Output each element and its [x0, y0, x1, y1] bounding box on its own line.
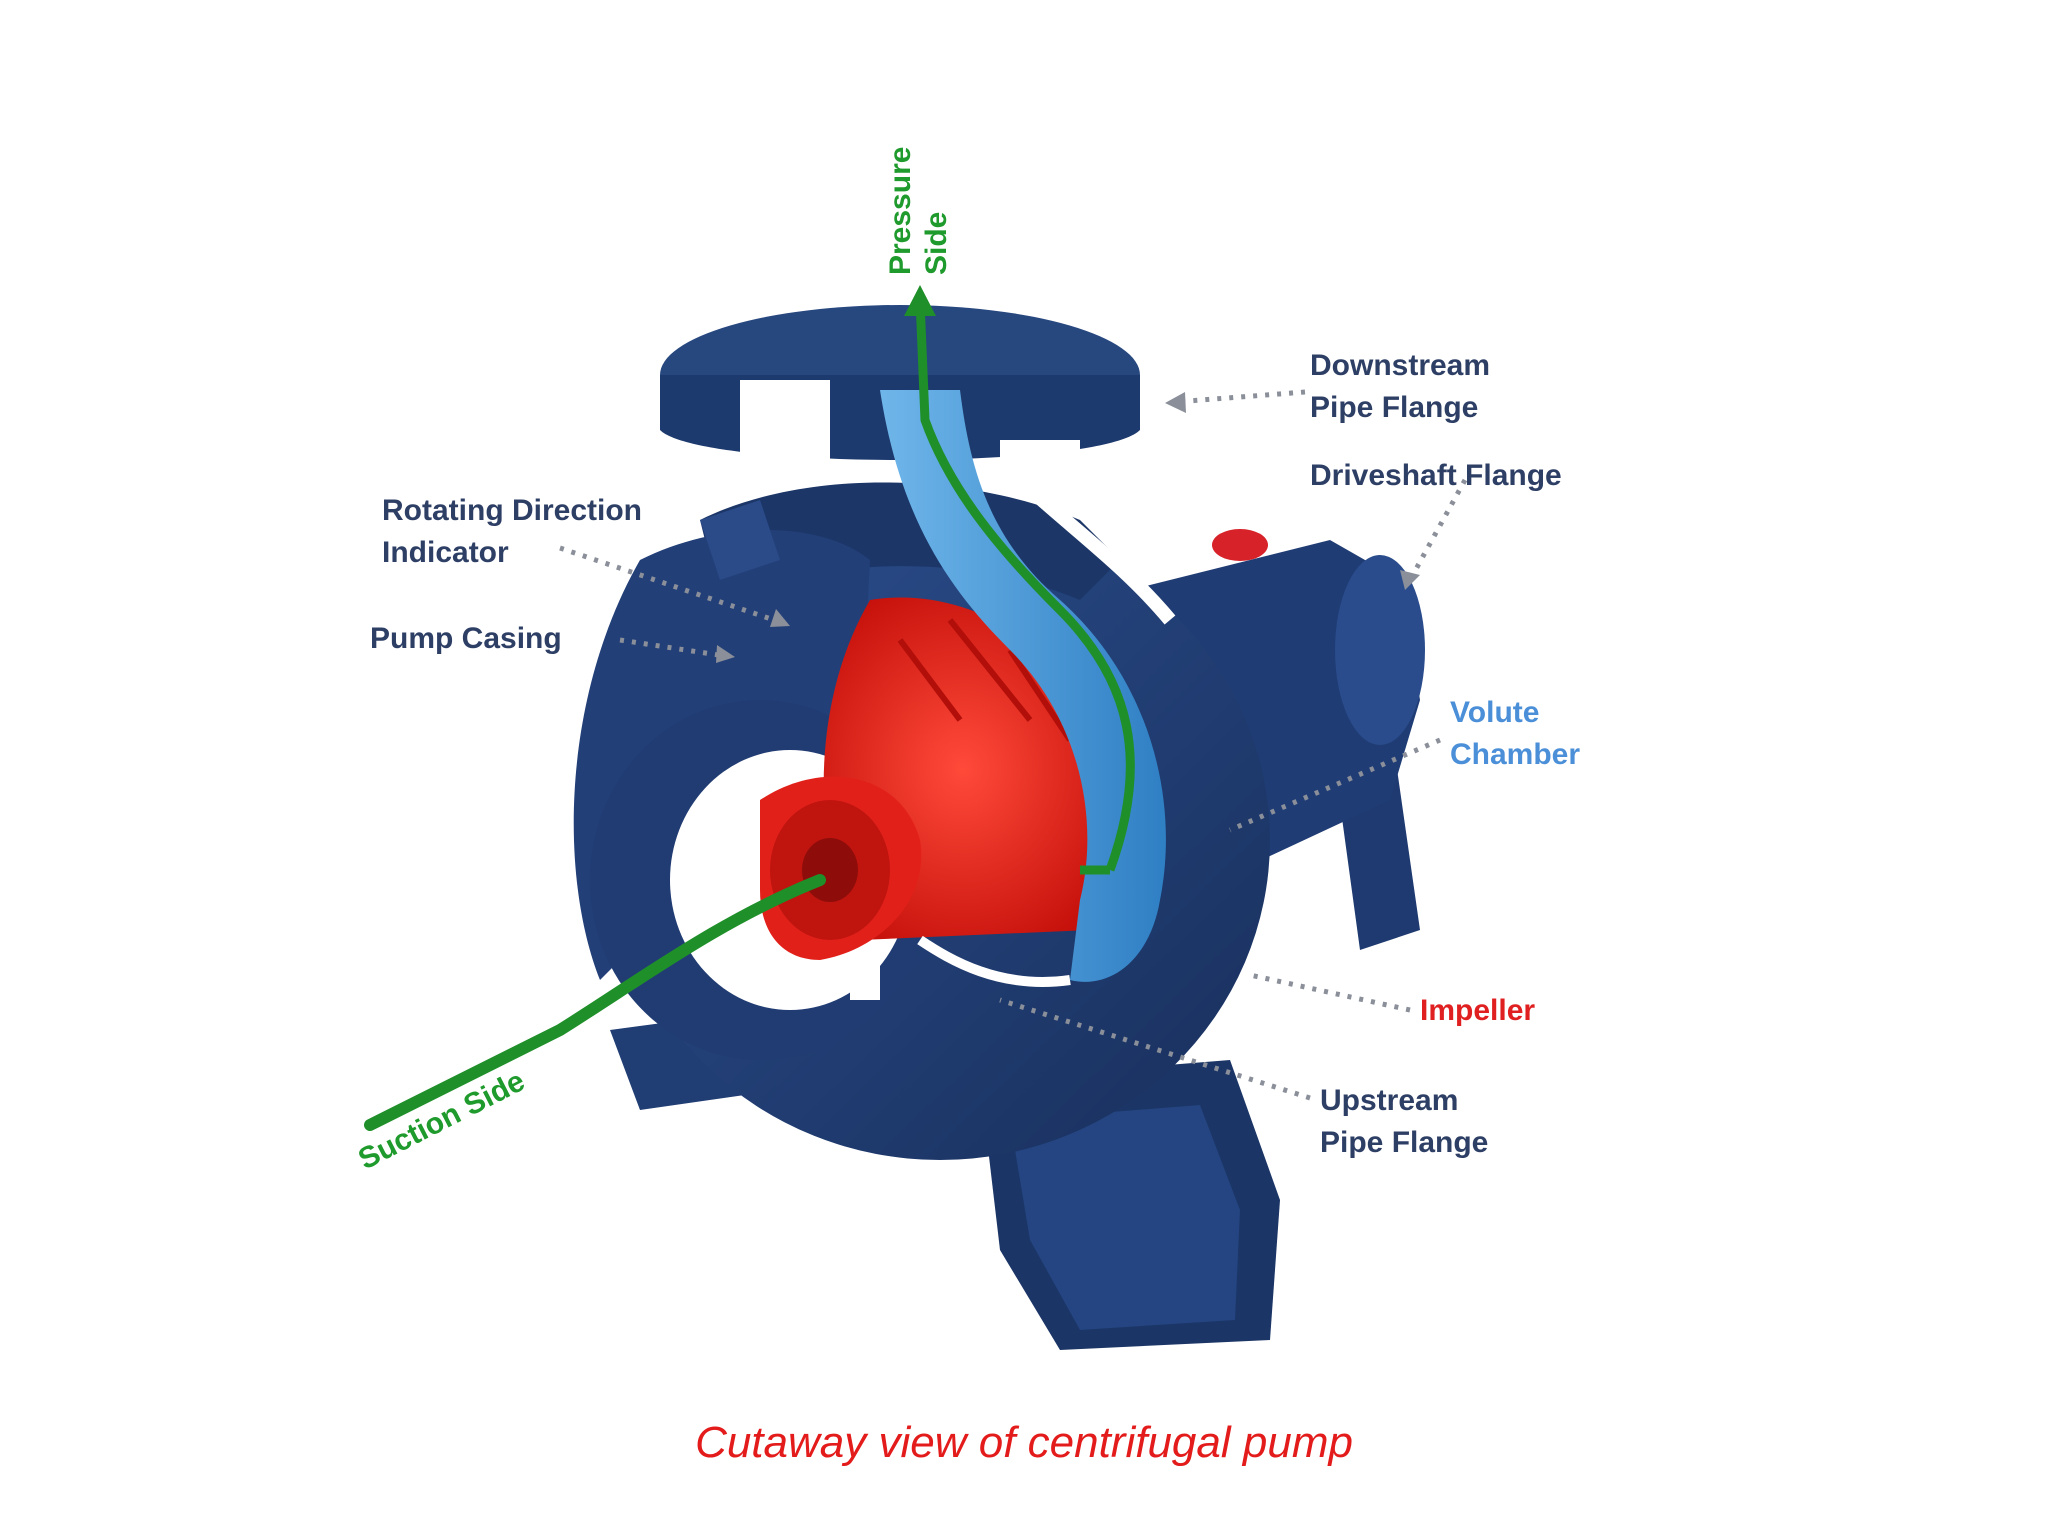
volute-chamber [880, 390, 1176, 987]
leader-rotating-indicator [559, 545, 781, 625]
leader-arrowheads [716, 392, 1420, 663]
leader-lines [559, 389, 1468, 1101]
vent-cap-icon [1212, 529, 1268, 561]
label-downstream-pipe-flange: Downstream Pipe Flange [1310, 349, 1498, 424]
leader-driveshaft-flange [1407, 478, 1468, 582]
figure-caption: Cutaway view of centrifugal pump [695, 1418, 1353, 1467]
label-upstream-pipe-flange: Upstream Pipe Flange [1320, 1084, 1488, 1159]
label-pump-casing: Pump Casing [370, 622, 562, 655]
label-driveshaft-flange: Driveshaft Flange [1310, 459, 1562, 492]
label-pressure-side: Pressure Side [884, 138, 953, 275]
flow-arrow-icon [904, 285, 936, 316]
leader-impeller [1249, 972, 1411, 1013]
label-rotating-direction-indicator: Rotating Direction Indicator [382, 494, 650, 569]
leader-downstream-flange [1174, 389, 1306, 405]
flow-path [364, 285, 1135, 1131]
label-volute-chamber: Volute Chamber [1450, 696, 1580, 771]
label-impeller: Impeller [1420, 994, 1535, 1027]
leader-volute-chamber [1229, 737, 1441, 833]
